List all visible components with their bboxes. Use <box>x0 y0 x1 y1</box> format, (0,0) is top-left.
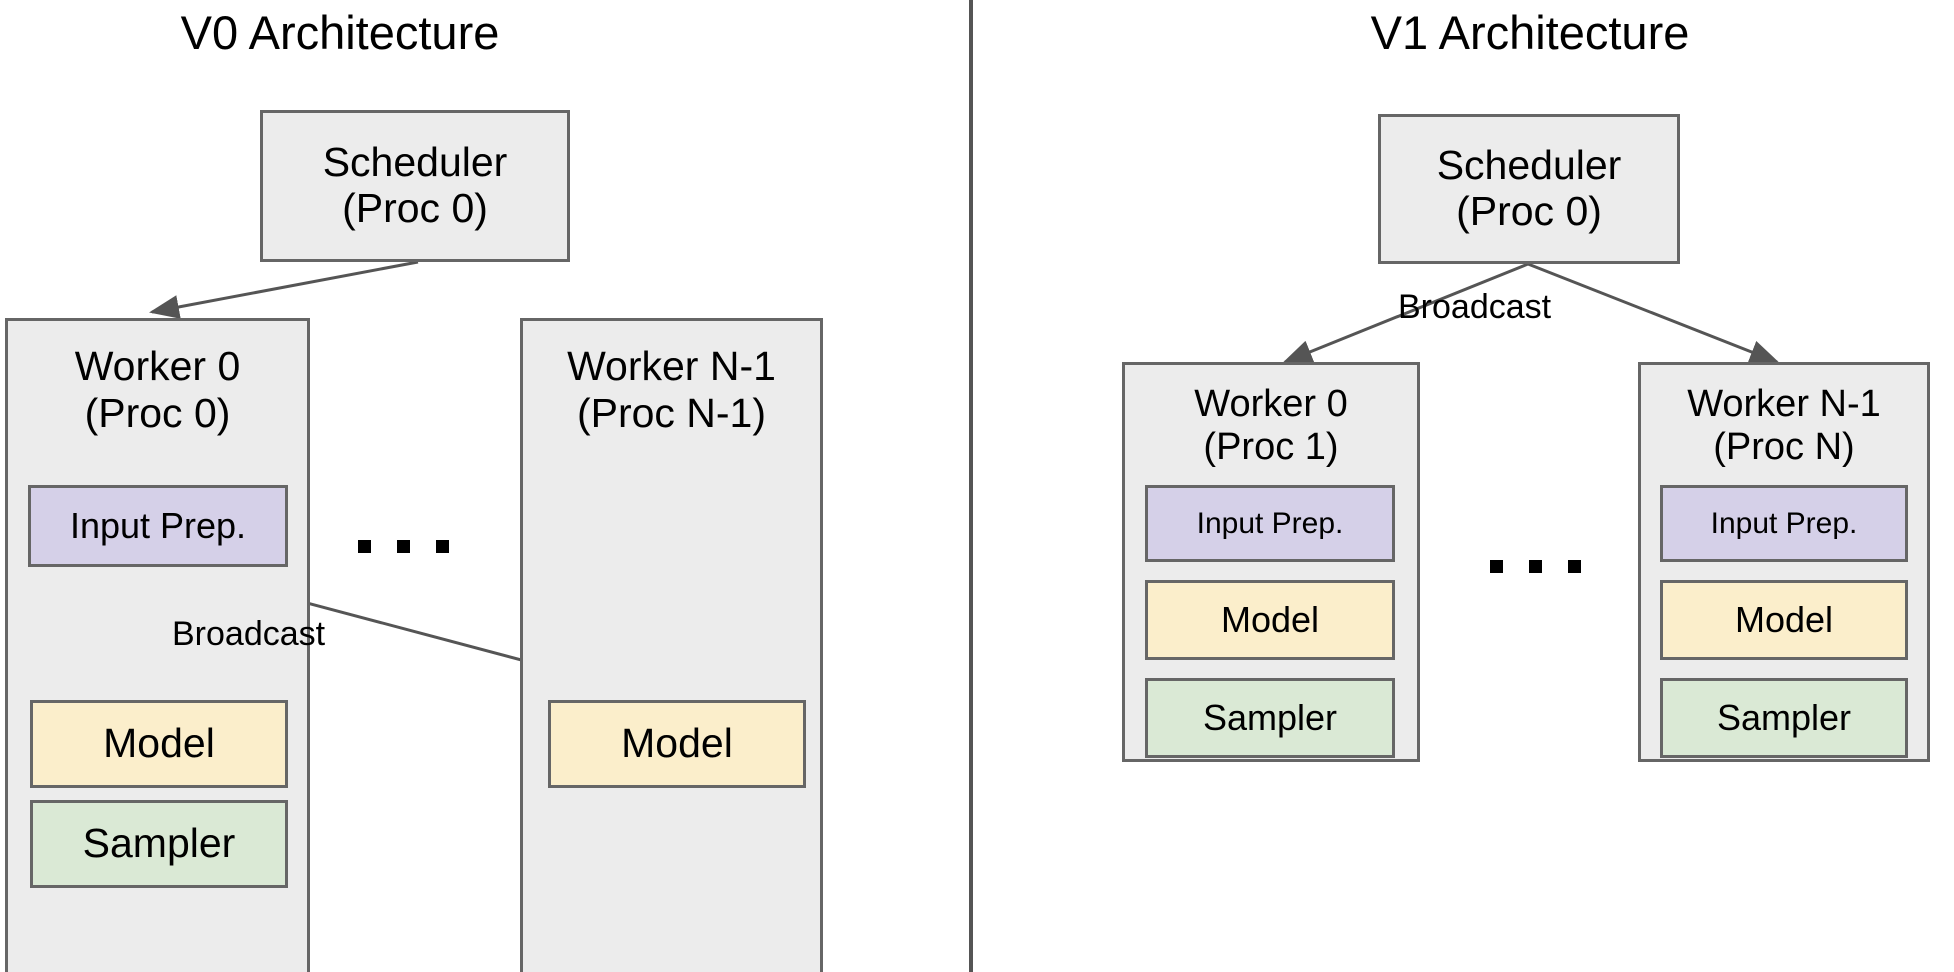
v0-worker-0-name: Worker 0 <box>74 343 241 389</box>
v0-ellipsis-dot <box>358 540 371 553</box>
v0-title: V0 Architecture <box>180 6 500 59</box>
v1-worker-n-model: Model <box>1660 580 1908 660</box>
v1-title: V1 Architecture <box>1370 6 1690 59</box>
v0-worker-n-model: Model <box>548 700 806 788</box>
v1-worker-0-input-prep: Input Prep. <box>1145 485 1395 562</box>
v0-worker-0-sampler-label: Sampler <box>82 820 236 867</box>
v0-scheduler-node: Scheduler (Proc 0) <box>260 110 570 262</box>
v1-worker-n-sampler: Sampler <box>1660 678 1908 758</box>
v0-scheduler-line1: Scheduler <box>322 139 508 186</box>
v1-worker-n-input-prep-label: Input Prep. <box>1710 506 1858 540</box>
v1-worker-n-name: Worker N-1 <box>1687 383 1881 425</box>
v1-ellipsis-dot <box>1529 560 1542 573</box>
v0-worker-n-panel: Worker N-1 (Proc N-1) <box>520 318 823 972</box>
panel-divider <box>969 0 973 972</box>
v0-worker-n-name: Worker N-1 <box>567 343 776 389</box>
v0-worker-n-proc: (Proc N-1) <box>576 389 767 436</box>
v1-ellipsis-dot <box>1568 560 1581 573</box>
v1-worker-n-model-label: Model <box>1734 598 1834 640</box>
v1-worker-0-sampler: Sampler <box>1145 678 1395 758</box>
v1-worker-0-proc: (Proc 1) <box>1203 426 1339 469</box>
v1-scheduler-node: Scheduler (Proc 0) <box>1378 114 1680 264</box>
edge-v0-scheduler-to-worker0 <box>149 260 419 319</box>
v1-worker-n-input-prep: Input Prep. <box>1660 485 1908 562</box>
v1-ellipsis-dot <box>1490 560 1503 573</box>
v1-worker-0-model: Model <box>1145 580 1395 660</box>
v0-worker-0-model: Model <box>30 700 288 788</box>
v1-worker-0-model-label: Model <box>1220 598 1320 640</box>
v0-worker-n-model-label: Model <box>621 720 733 767</box>
v1-worker-0-name: Worker 0 <box>1194 383 1348 425</box>
v0-ellipsis <box>358 540 449 553</box>
v1-ellipsis <box>1490 560 1581 573</box>
v0-ellipsis-dot <box>397 540 410 553</box>
v0-worker-0-proc: (Proc 0) <box>84 389 231 436</box>
v1-worker-0-input-prep-label: Input Prep. <box>1196 506 1344 540</box>
v1-broadcast-label: Broadcast <box>1398 288 1552 326</box>
v1-worker-n-proc: (Proc N) <box>1713 426 1855 469</box>
v1-scheduler-line2: (Proc 0) <box>1456 188 1602 234</box>
v0-worker-0-input-prep-label: Input Prep. <box>69 504 247 546</box>
v0-worker-0-input-prep: Input Prep. <box>28 485 288 567</box>
v0-worker-0-sampler: Sampler <box>30 800 288 888</box>
v1-scheduler-line1: Scheduler <box>1436 142 1622 189</box>
v0-worker-0-heading: Worker 0 (Proc 0) <box>8 343 307 436</box>
v1-worker-0-sampler-label: Sampler <box>1202 696 1338 738</box>
edge-v1-scheduler-to-workerN <box>1527 262 1780 364</box>
v0-worker-0-model-label: Model <box>103 720 215 767</box>
v1-worker-n-sampler-label: Sampler <box>1716 696 1852 738</box>
v0-scheduler-line2: (Proc 0) <box>342 185 488 231</box>
v0-broadcast-label: Broadcast <box>172 615 326 653</box>
v1-worker-n-heading: Worker N-1 (Proc N) <box>1641 383 1927 470</box>
v0-worker-n-heading: Worker N-1 (Proc N-1) <box>523 343 820 436</box>
v1-worker-0-heading: Worker 0 (Proc 1) <box>1125 383 1417 470</box>
v0-ellipsis-dot <box>436 540 449 553</box>
